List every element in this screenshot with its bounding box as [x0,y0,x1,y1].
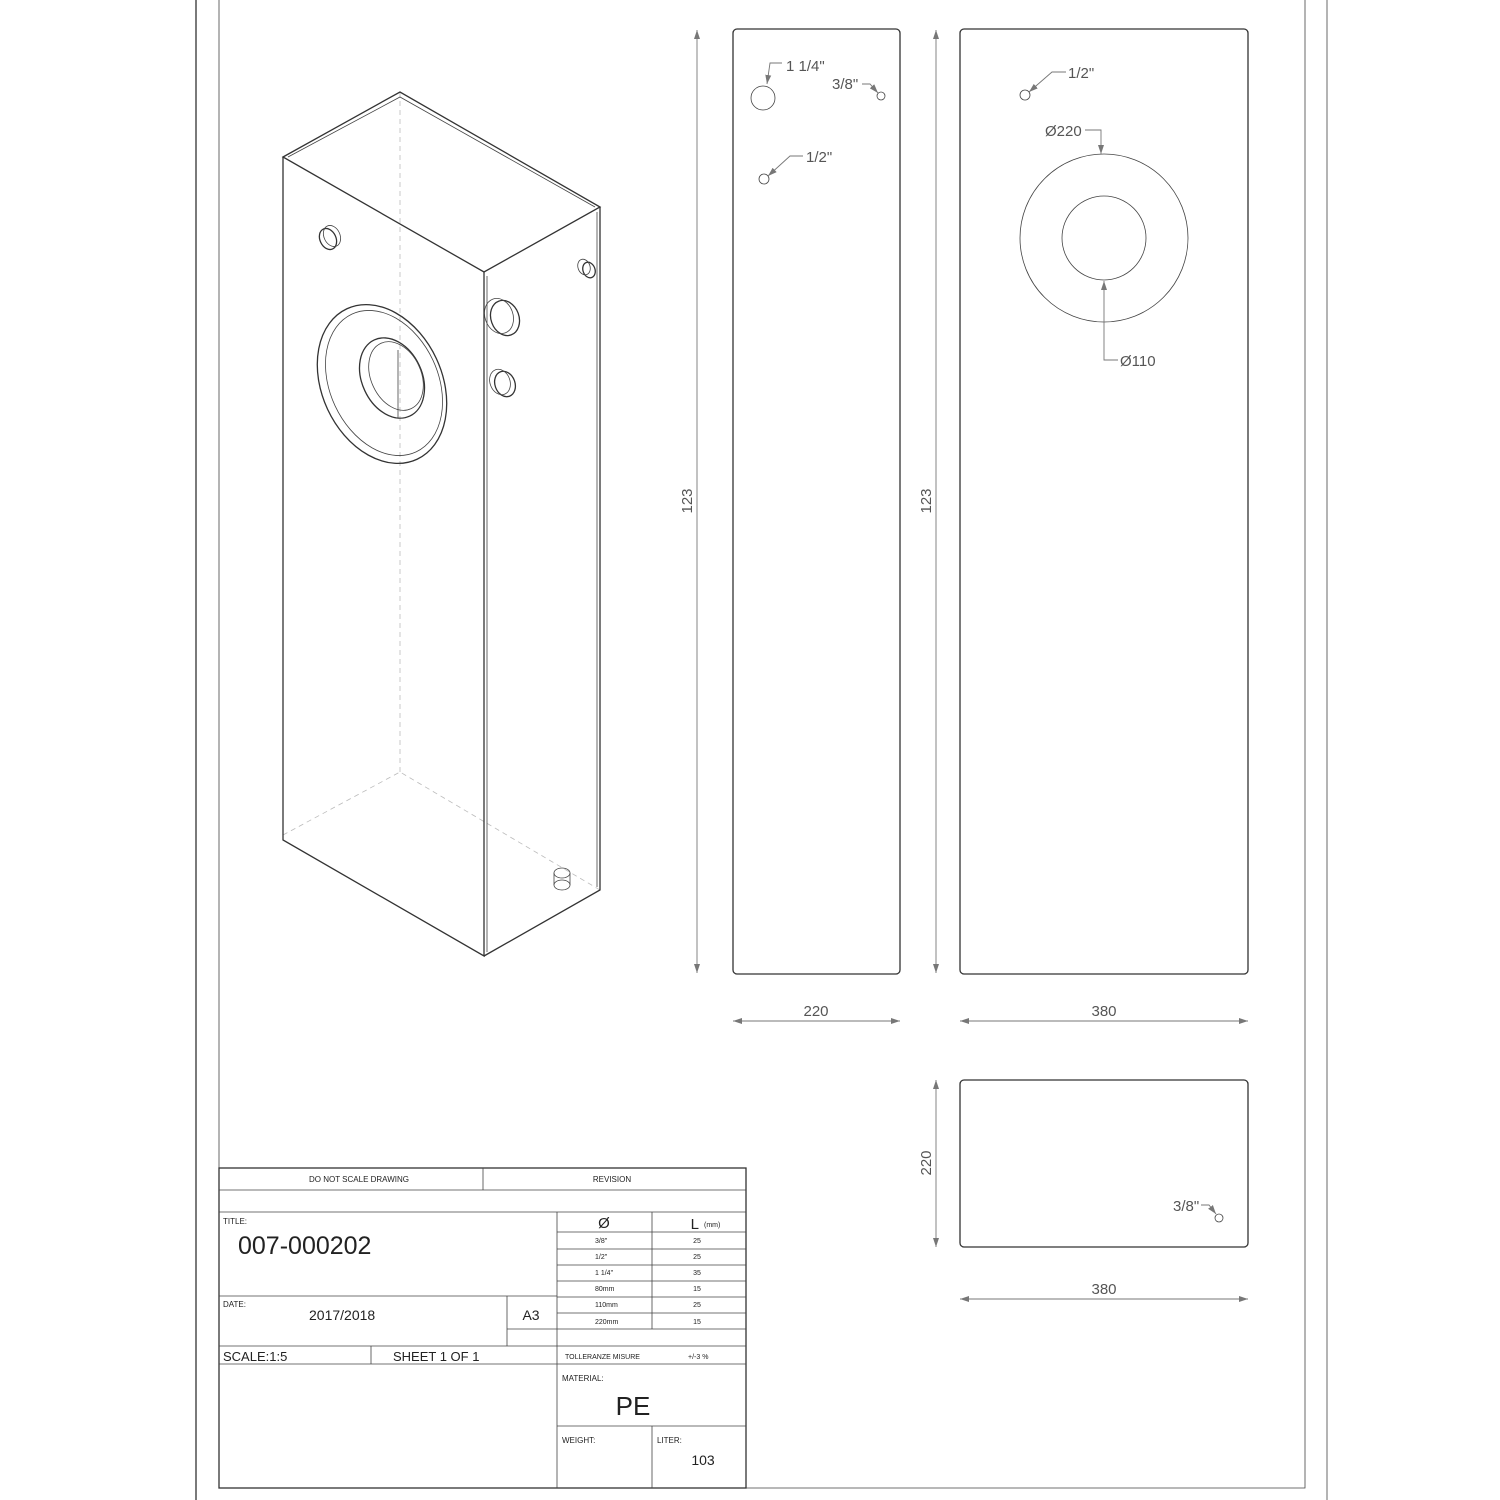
length-column-header: L [691,1216,699,1233]
drawing-title: 007-000202 [238,1232,371,1260]
table-row: 1 1/4" [595,1270,614,1277]
front-hole-label-2: 3/8" [832,76,858,93]
liter-label: LITER: [657,1436,682,1445]
table-row: 80mm [595,1286,615,1293]
iso-hole-2 [484,298,521,337]
side-width-dim: 380 [1091,1003,1116,1020]
table-row: 1/2" [595,1254,608,1261]
top-height-dim: 220 [918,1150,935,1175]
table-cell: 25 [693,1238,701,1245]
side-view: 123 380 1/2" Ø220 Ø110 [918,28,1249,1024]
title-label: TITLE: [223,1217,247,1226]
iso-hole-bottom [553,867,571,891]
side-height-dim: 123 [918,488,935,513]
table-cell: 25 [693,1254,701,1261]
table-cell: 15 [693,1286,701,1293]
iso-hole-3 [489,368,517,398]
length-unit-label: (mm) [704,1222,720,1229]
table-row: 220mm [595,1319,619,1326]
front-hole-large [750,85,776,111]
large-port [316,303,448,465]
paper-size: A3 [522,1307,539,1323]
top-width-dim: 380 [1091,1281,1116,1298]
revision-label: REVISION [593,1175,631,1184]
outer-diameter-label: Ø220 [1045,123,1082,140]
diameter-column-header: Ø [598,1215,610,1232]
title-block: DO NOT SCALE DRAWING REVISION TITLE: 007… [218,1167,747,1489]
side-hole-label: 1/2" [1068,65,1094,82]
tolerance-value: +/-3 % [688,1354,708,1361]
box-top-face [281,91,602,273]
iso-hole-1 [318,225,342,251]
front-height-dim: 123 [679,488,696,513]
top-view: 220 380 3/8" [918,1079,1249,1302]
weight-label: WEIGHT: [562,1436,595,1445]
iso-hole-4 [577,258,596,279]
scale-value: SCALE:1:5 [223,1349,287,1364]
inner-diameter-label: Ø110 [1120,353,1156,370]
front-width-dim: 220 [803,1003,828,1020]
table-row: 110mm [595,1302,618,1309]
date-value: 2017/2018 [309,1307,375,1323]
table-row: 3/8" [595,1238,608,1245]
table-cell: 25 [693,1302,701,1309]
table-cell: 35 [693,1270,701,1277]
date-label: DATE: [223,1300,246,1309]
material-label: MATERIAL: [562,1374,604,1383]
front-hole-label-3: 1/2" [806,149,832,166]
liter-value: 103 [691,1452,715,1468]
isometric-view [281,91,602,958]
sheet-border [195,0,1328,1500]
port-inner-circle [1061,195,1147,281]
material-value: PE [616,1391,651,1421]
front-view: 123 220 1 1/4" 3/8" 1/2" [679,28,901,1024]
tolerance-label: TOLLERANZE MISURE [565,1354,640,1361]
table-cell: 15 [693,1319,701,1326]
front-hole-label-1: 1 1/4" [786,58,825,75]
top-hole-label: 3/8" [1173,1198,1199,1215]
do-not-scale-label: DO NOT SCALE DRAWING [309,1175,409,1184]
sheet-value: SHEET 1 OF 1 [393,1349,479,1364]
